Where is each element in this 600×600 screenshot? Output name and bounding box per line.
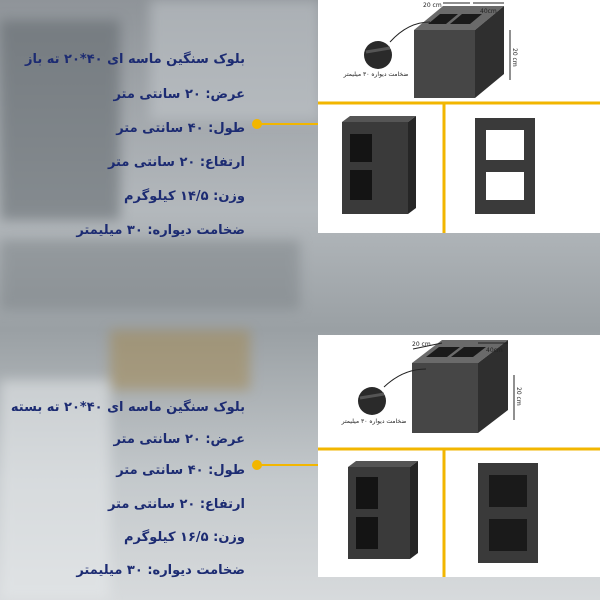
block-iso-view <box>414 6 504 98</box>
background-sky <box>150 0 320 120</box>
spec-length: طول: ۴۰ سانتی متر <box>116 463 245 478</box>
block-front-view <box>478 463 538 563</box>
connector-line <box>260 123 320 125</box>
dim-height-label: 20 cm <box>515 387 522 406</box>
background-truck <box>110 330 250 390</box>
block-side-view <box>348 461 418 559</box>
dim-height-label: 20 cm <box>511 48 518 67</box>
spec-length: طول: ۴۰ سانتی متر <box>116 121 245 136</box>
connector-line <box>260 464 320 466</box>
spec-width: عرض: ۲۰ سانتی متر <box>113 87 245 102</box>
spec-weight: وزن: ۱۴/۵ کیلوگرم <box>124 189 245 204</box>
dim-width-label: 20 cm <box>423 2 442 9</box>
spec-height: ارتفاع: ۲۰ سانتی متر <box>107 497 245 512</box>
spec-weight: وزن: ۱۶/۵ کیلوگرم <box>124 530 245 545</box>
background-block-pile <box>0 380 110 600</box>
product-panel-open: 20 cm 40cm 20 cm ضخامت دیواره ۳۰ میلیمتر <box>318 0 600 233</box>
block-side-view <box>342 116 416 214</box>
product-title: بلوک سنگین ماسه ای ۴۰*۲۰ ته باز <box>24 52 245 67</box>
wall-callout-label: ضخامت دیواره ۳۰ میلیمتر <box>341 418 407 425</box>
spec-height: ارتفاع: ۲۰ سانتی متر <box>107 155 245 170</box>
connector-dot <box>252 119 262 129</box>
spec-wall-thickness: ضخامت دیواره: ۳۰ میلیمتر <box>76 563 245 578</box>
wall-callout-label: ضخامت دیواره ۳۰ میلیمتر <box>343 71 409 78</box>
background-building <box>0 20 120 220</box>
block-open-illustration: 20 cm 40cm 20 cm ضخامت دیواره ۳۰ میلیمتر <box>318 2 600 233</box>
dim-width-label: 20 cm <box>412 341 431 348</box>
dim-length-label: 40cm <box>480 8 497 15</box>
background-wall <box>0 240 300 310</box>
block-front-view <box>475 118 535 214</box>
product-title: بلوک سنگین ماسه ای ۴۰*۲۰ ته بسته <box>10 400 245 415</box>
block-closed-illustration: 20 cm 40cm 20 cm ضخامت دیواره ۳۰ میلیمتر <box>318 340 600 577</box>
product-panel-closed: 20 cm 40cm 20 cm ضخامت دیواره ۳۰ میلیمتر <box>318 335 600 577</box>
spec-width: عرض: ۲۰ سانتی متر <box>113 432 245 447</box>
spec-wall-thickness: ضخامت دیواره: ۳۰ میلیمتر <box>76 223 245 238</box>
dim-length-label: 40cm <box>486 347 503 354</box>
connector-dot <box>252 460 262 470</box>
block-iso-view <box>412 340 508 433</box>
